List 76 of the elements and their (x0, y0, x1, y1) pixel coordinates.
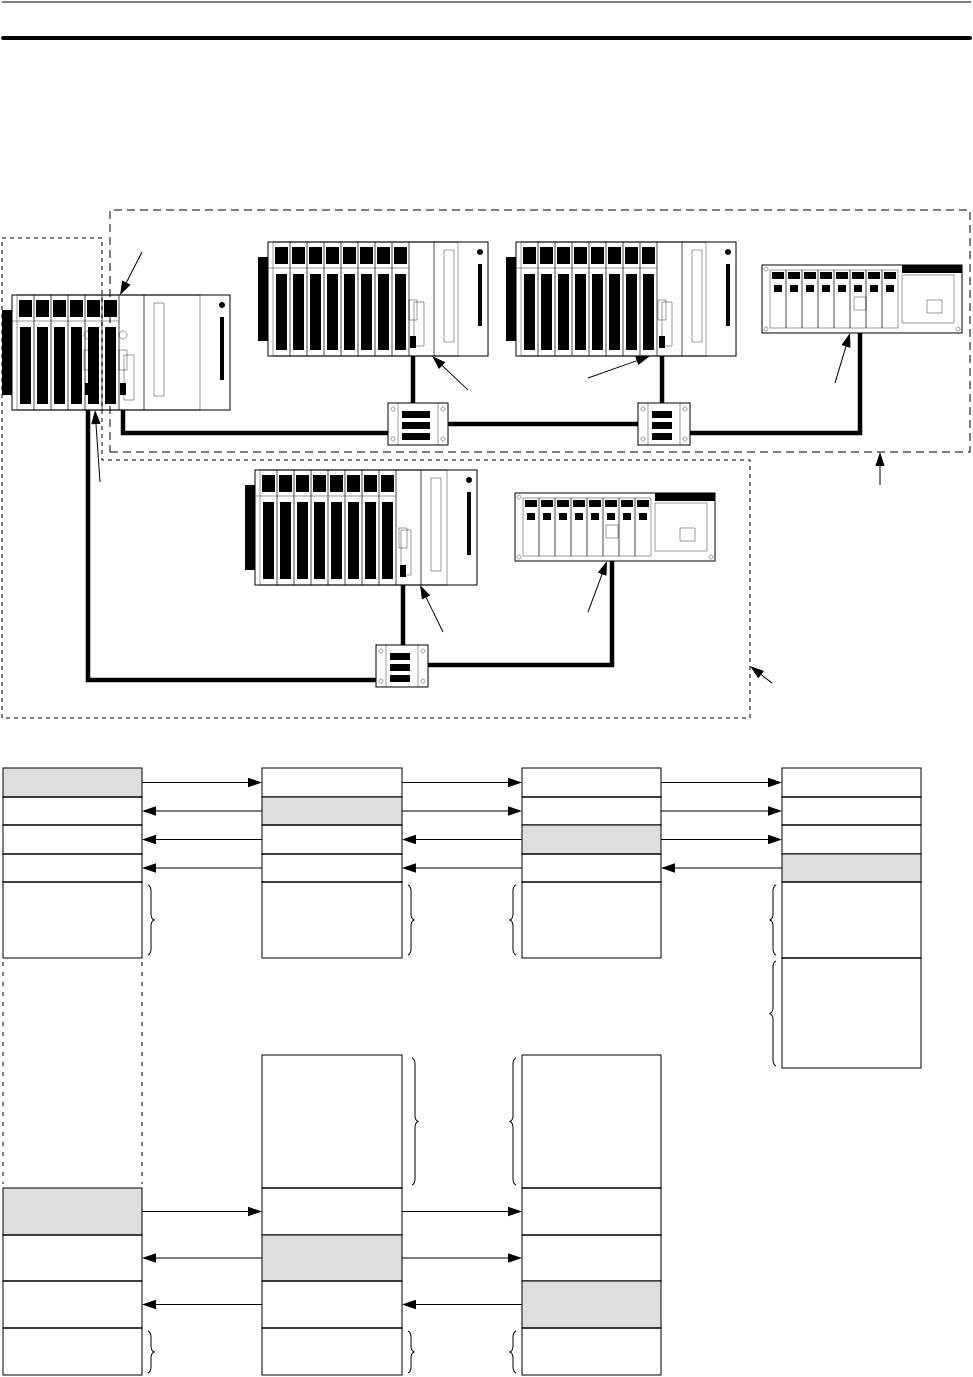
memory-cell (781, 796, 922, 826)
cable (85, 410, 376, 683)
leader-arrow (750, 666, 773, 684)
memory-cell (2, 881, 143, 959)
connector-block (637, 402, 691, 446)
leader-arrow (432, 356, 469, 391)
dashed-region (1, 237, 751, 719)
plc-drawing (761, 264, 963, 334)
leader-arrow (120, 251, 143, 295)
arrow (403, 835, 523, 844)
arrow (660, 835, 781, 844)
arrow (143, 1253, 263, 1263)
cable (690, 333, 863, 436)
plc-drawing (506, 241, 737, 357)
arrow (401, 778, 521, 787)
arrow (660, 778, 781, 787)
arrow (141, 778, 261, 787)
cable (120, 410, 388, 436)
leader-arrow (834, 334, 851, 384)
memory-cell (521, 824, 662, 855)
leader-arrow (420, 585, 444, 633)
memory-cell (261, 824, 403, 855)
memory-cell (261, 1280, 403, 1329)
memory-cell (2, 1187, 143, 1236)
memory-cell (2, 1234, 143, 1282)
memory-cell (2, 796, 143, 826)
memory-cell (521, 1054, 662, 1189)
dashed-region (109, 209, 971, 453)
memory-cell (261, 1327, 403, 1376)
memory-cell (521, 1280, 662, 1329)
memory-cell (521, 881, 662, 959)
memory-cell (2, 853, 143, 883)
memory-cell (261, 881, 403, 959)
plc-drawing (245, 469, 478, 586)
memory-cell (2, 824, 143, 855)
arrow (401, 1207, 521, 1216)
memory-cell (521, 767, 662, 798)
memory-cell (2, 1327, 143, 1376)
memory-cell (521, 1327, 662, 1376)
memory-cell (781, 853, 922, 883)
connector-block (375, 644, 429, 688)
arrow (143, 1300, 263, 1309)
leader-arrow (587, 356, 649, 379)
arrow (141, 1207, 261, 1216)
memory-cell (261, 853, 403, 883)
plc-drawing (514, 492, 716, 562)
plc-drawing (2, 294, 231, 411)
memory-cell (781, 881, 922, 959)
memory-cell (521, 1187, 662, 1236)
cable (400, 585, 406, 645)
cable (428, 561, 615, 668)
arrow (401, 1253, 521, 1263)
memory-cell (781, 767, 922, 798)
memory-cell (261, 1234, 403, 1282)
connector-block (387, 402, 449, 446)
memory-cell (2, 767, 143, 798)
arrow (143, 863, 263, 873)
memory-cell (261, 796, 403, 826)
leader-arrow (587, 562, 607, 613)
plc-drawing (258, 241, 489, 357)
arrow (403, 863, 523, 873)
arrow (660, 806, 781, 816)
leader-arrow (91, 411, 101, 483)
cable (410, 356, 416, 403)
arrow (662, 863, 783, 873)
memory-cell (261, 1054, 403, 1189)
cable (659, 356, 665, 403)
arrow (143, 835, 263, 844)
memory-cell (521, 853, 662, 883)
memory-cell (2, 1280, 143, 1329)
memory-cell (781, 957, 922, 1069)
arrow (403, 1300, 523, 1309)
leader-arrow (875, 453, 885, 486)
arrow (401, 806, 521, 816)
cable (448, 421, 638, 427)
arrow (143, 806, 263, 816)
